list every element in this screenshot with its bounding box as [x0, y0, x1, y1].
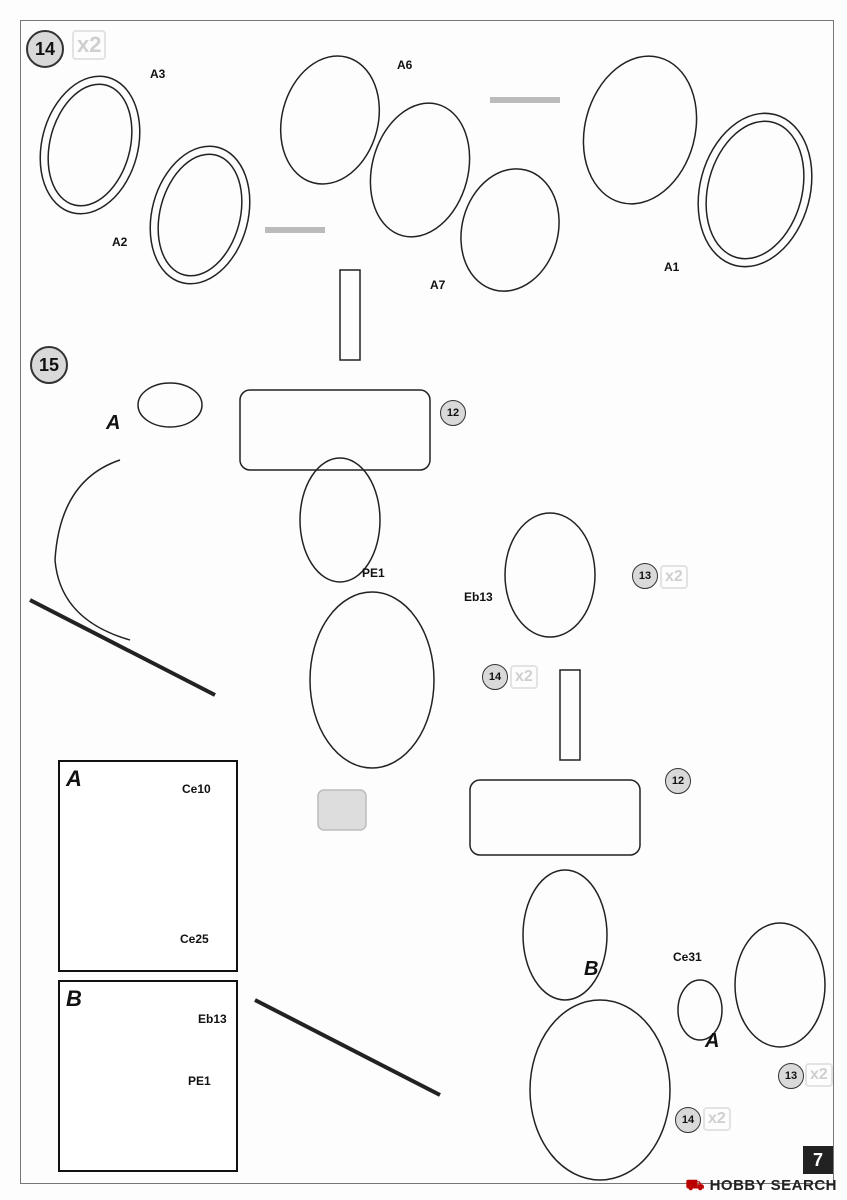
part-label-ce25: Ce25 — [180, 932, 209, 946]
part-label-ce10: Ce10 — [182, 782, 211, 796]
part-label-a2: A2 — [112, 235, 128, 249]
part-label-a6: A6 — [397, 58, 413, 72]
part-label-a3: A3 — [150, 67, 166, 81]
part-label-pe1-detail: PE1 — [188, 1074, 211, 1088]
part-label-eb13-top: Eb13 — [464, 590, 493, 604]
ref-badge-12-bottom: 12 — [665, 768, 691, 794]
ref-badge-14-bottom: 14 — [675, 1107, 701, 1133]
ref-badge-13-top: 13 — [632, 563, 658, 589]
step-14-multiplier: x2 — [72, 30, 107, 60]
footer-logo: ⛟ HOBBY SEARCH — [686, 1177, 837, 1196]
wheel-rim-a2 — [149, 145, 251, 285]
ref-13-multiplier-bottom: x2 — [805, 1063, 833, 1087]
part-label-pe1-top: PE1 — [362, 566, 385, 580]
detail-box-b: B Eb13 PE1 — [58, 980, 238, 1172]
wheel-rim-center — [369, 102, 471, 238]
detail-b-title: B — [66, 986, 82, 1011]
ref-13-multiplier-top: x2 — [660, 565, 688, 589]
rear-wheel-14 — [309, 591, 435, 769]
ref-14-multiplier-bottom: x2 — [703, 1107, 731, 1131]
front-wheel-13 — [504, 512, 596, 638]
subassembly-ref-b: B — [584, 958, 599, 980]
ref-badge-14-top: 14 — [482, 664, 508, 690]
ref-badge-13-bottom: 13 — [778, 1063, 804, 1089]
assembled-wheel — [582, 55, 698, 205]
part-label-eb13-detail: Eb13 — [198, 1012, 227, 1026]
part-label-a1: A1 — [664, 260, 680, 274]
step-15-badge: 15 — [30, 346, 68, 384]
front-hub-disc — [299, 457, 381, 583]
ref-badge-12-top: 12 — [440, 400, 466, 426]
wheel-rim-a3 — [39, 75, 141, 215]
page-frame — [20, 20, 834, 1184]
part-label-ce31: Ce31 — [673, 950, 702, 964]
wheel-hub-a6 — [279, 55, 381, 185]
steering-wheel — [137, 382, 203, 428]
ref-14-multiplier-top: x2 — [510, 665, 538, 689]
detail-a-title: A — [66, 766, 82, 791]
footer-logo-text: HOBBY SEARCH — [709, 1177, 837, 1194]
page-number: 7 — [803, 1146, 833, 1174]
detail-box-a: A Ce10 Ce25 — [58, 760, 238, 972]
step-14-badge: 14 — [26, 30, 64, 68]
wheel-ring-a1 — [697, 112, 813, 268]
wheel-hub-a7 — [460, 168, 560, 292]
hobby-search-logo-icon: ⛟ — [685, 1177, 710, 1194]
subassembly-ref-a-top: A — [106, 412, 121, 434]
part-label-a7: A7 — [430, 278, 446, 292]
subassembly-ref-a-bottom: A — [705, 1030, 720, 1052]
